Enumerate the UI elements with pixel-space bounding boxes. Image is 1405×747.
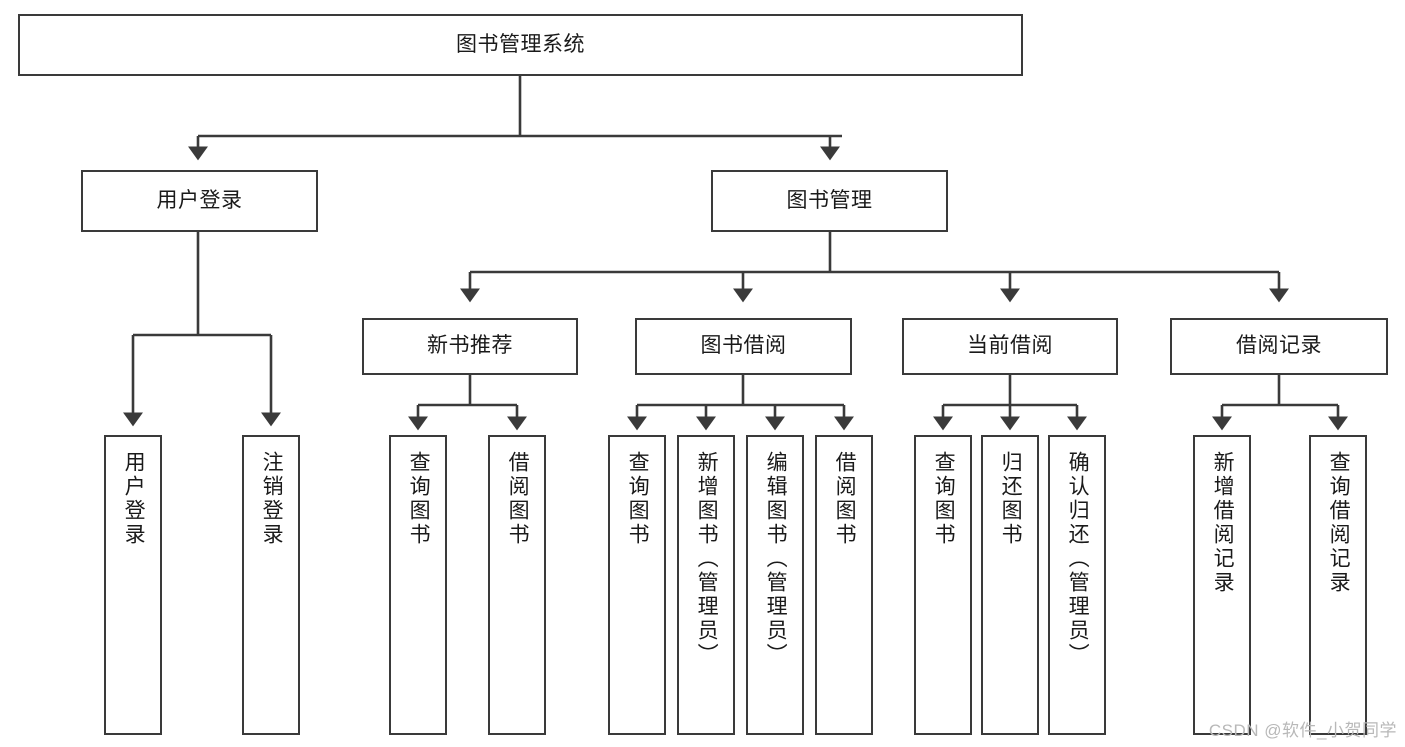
node-user-login[interactable]: 用户登录: [81, 170, 318, 232]
node-leaf-br-add-record[interactable]: 新增借阅记录: [1193, 435, 1251, 735]
node-leaf-br-add-record-label: 新增借阅记录: [1211, 451, 1235, 595]
node-new-book-recommend-label: 新书推荐: [427, 334, 513, 358]
node-leaf-bb-query-book[interactable]: 查询图书: [608, 435, 666, 735]
node-current-borrow-label: 当前借阅: [967, 334, 1053, 358]
node-book-manage[interactable]: 图书管理: [711, 170, 948, 232]
node-leaf-bb-borrow-book-label: 借阅图书: [833, 451, 857, 547]
node-leaf-user-login-label: 用户登录: [122, 451, 146, 547]
node-leaf-nb-query-book-label: 查询图书: [407, 451, 431, 547]
node-leaf-bb-edit-book-label: 编辑图书（管理员）: [764, 451, 788, 667]
node-root[interactable]: 图书管理系统: [18, 14, 1023, 76]
node-borrow-record-label: 借阅记录: [1236, 334, 1322, 358]
node-leaf-cb-confirm-return-label: 确认归还（管理员）: [1066, 451, 1090, 667]
watermark-text: CSDN @软件_小贺同学: [1208, 721, 1397, 740]
node-leaf-bb-edit-book[interactable]: 编辑图书（管理员）: [746, 435, 804, 735]
node-leaf-cb-query-book-label: 查询图书: [932, 451, 956, 547]
node-leaf-logout[interactable]: 注销登录: [242, 435, 300, 735]
node-leaf-br-query-record[interactable]: 查询借阅记录: [1309, 435, 1367, 735]
node-leaf-cb-return-book[interactable]: 归还图书: [981, 435, 1039, 735]
node-leaf-bb-borrow-book[interactable]: 借阅图书: [815, 435, 873, 735]
node-leaf-bb-query-book-label: 查询图书: [626, 451, 650, 547]
node-leaf-bb-add-book[interactable]: 新增图书（管理员）: [677, 435, 735, 735]
node-leaf-br-query-record-label: 查询借阅记录: [1327, 451, 1351, 595]
node-leaf-cb-query-book[interactable]: 查询图书: [914, 435, 972, 735]
node-user-login-label: 用户登录: [156, 188, 243, 212]
node-leaf-user-login[interactable]: 用户登录: [104, 435, 162, 735]
node-leaf-nb-borrow-book[interactable]: 借阅图书: [488, 435, 546, 735]
node-leaf-nb-query-book[interactable]: 查询图书: [389, 435, 447, 735]
node-leaf-cb-return-book-label: 归还图书: [999, 451, 1023, 547]
node-book-borrow-label: 图书借阅: [700, 334, 787, 358]
node-leaf-bb-add-book-label: 新增图书（管理员）: [695, 451, 719, 667]
node-leaf-cb-confirm-return[interactable]: 确认归还（管理员）: [1048, 435, 1106, 735]
node-leaf-nb-borrow-book-label: 借阅图书: [506, 451, 530, 547]
node-root-label: 图书管理系统: [456, 32, 585, 56]
node-leaf-logout-label: 注销登录: [260, 451, 284, 547]
node-book-manage-label: 图书管理: [786, 188, 873, 212]
node-book-borrow[interactable]: 图书借阅: [635, 318, 852, 375]
node-new-book-recommend[interactable]: 新书推荐: [362, 318, 578, 375]
node-current-borrow[interactable]: 当前借阅: [902, 318, 1118, 375]
node-borrow-record[interactable]: 借阅记录: [1170, 318, 1388, 375]
